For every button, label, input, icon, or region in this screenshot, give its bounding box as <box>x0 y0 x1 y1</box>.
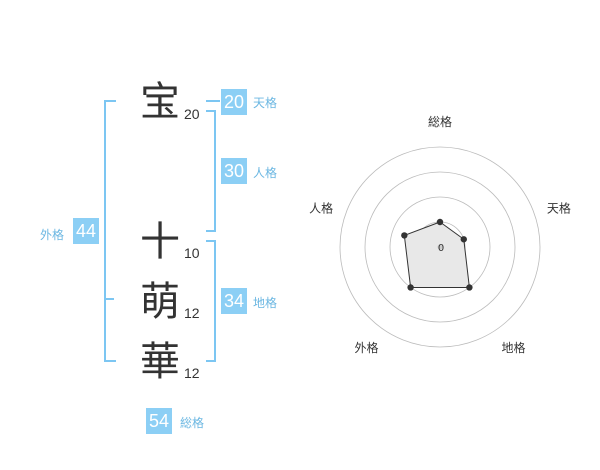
radar-axis-label-3: 地格 <box>501 340 525 355</box>
gaikaku-label: 外格 <box>40 228 65 242</box>
stroke-count-3: 12 <box>184 305 200 321</box>
radar-point-2 <box>460 236 467 243</box>
chikaku-label: 地格 <box>253 296 278 310</box>
jinkaku-value: 30 <box>221 158 247 184</box>
gaikaku-bracket-split <box>104 298 114 300</box>
radar-axis-label-1: 総格 <box>428 114 452 129</box>
radar-polygon <box>403 221 470 288</box>
stroke-count-4: 12 <box>184 365 200 381</box>
gaikaku-value: 44 <box>73 218 99 244</box>
soukaku-label: 総格 <box>180 416 205 430</box>
radar-ring-4 <box>339 146 541 348</box>
name-char-1: 宝 <box>140 79 180 125</box>
chikaku-bracket <box>206 240 216 362</box>
name-char-3: 萌 <box>140 279 180 325</box>
radar-axis-label-4: 外格 <box>355 340 379 355</box>
tenkaku-bracket <box>206 100 220 102</box>
jinkaku-label: 人格 <box>253 166 278 180</box>
stroke-count-1: 20 <box>184 106 200 122</box>
chikaku-value: 34 <box>221 288 247 314</box>
gaikaku-bracket <box>104 100 116 362</box>
name-char-4: 華 <box>140 339 180 385</box>
stroke-count-2: 10 <box>184 245 200 261</box>
radar-center-label: 0 <box>438 243 444 254</box>
radar-point-5 <box>401 232 408 239</box>
tenkaku-value: 20 <box>221 89 247 115</box>
radar-point-1 <box>436 218 444 226</box>
radar-point-3 <box>466 284 473 291</box>
radar-center-dot <box>437 244 443 250</box>
radar-axis-label-5: 人格 <box>309 200 333 215</box>
soukaku-value: 54 <box>146 408 172 434</box>
radar-point-4 <box>407 284 414 291</box>
radar-points <box>401 218 473 291</box>
tenkaku-label: 天格 <box>253 96 278 110</box>
jinkaku-bracket <box>206 110 216 232</box>
radar-axis-label-2: 天格 <box>547 200 571 215</box>
radar-ring-3 <box>364 171 516 323</box>
radar-ring-2 <box>389 196 491 298</box>
name-char-2: 十 <box>140 219 180 265</box>
